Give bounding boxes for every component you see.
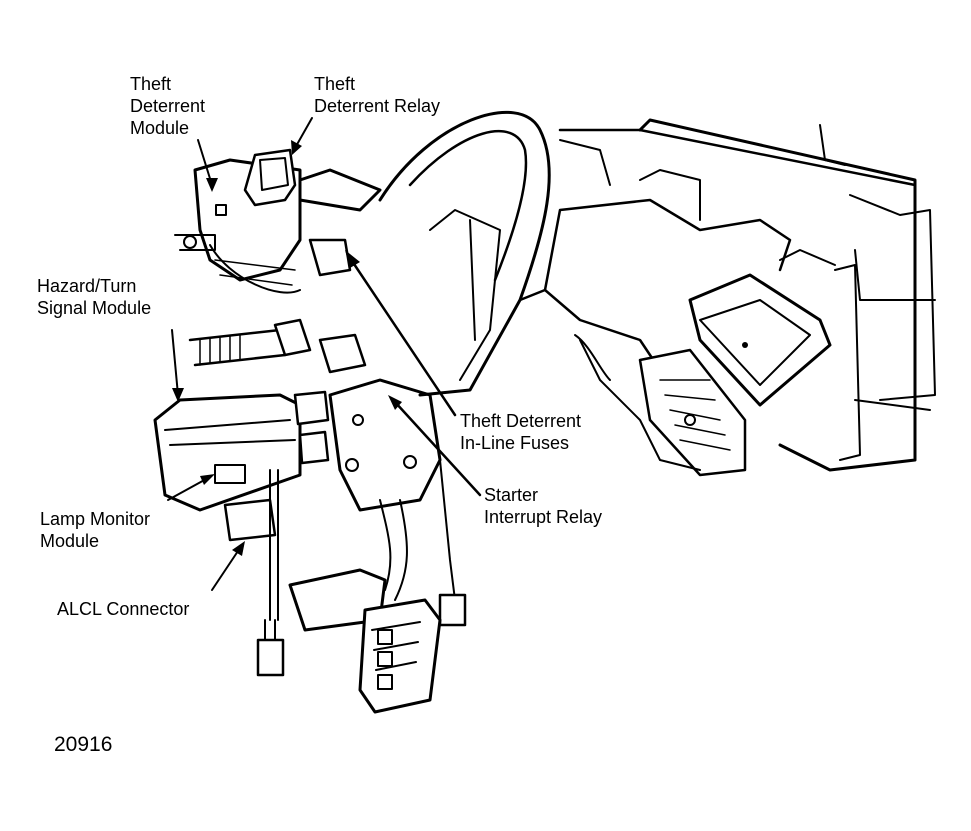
label-alcl-connector: ALCL Connector — [57, 599, 190, 619]
steering-column-assembly — [153, 148, 467, 714]
figure-number: 20916 — [54, 733, 113, 756]
label-theft-deterrent-relay: Theft Deterrent Relay — [314, 74, 441, 116]
label-theft-deterrent-module: Theft Deterrent Module — [130, 74, 206, 138]
label-hazard-turn-signal-module: Hazard/Turn Signal Module — [37, 276, 152, 318]
label-theft-deterrent-inline-fuses: Theft Deterrent In-Line Fuses — [460, 411, 582, 453]
leader-arrows — [167, 117, 482, 591]
dashboard-structure — [298, 110, 936, 477]
label-starter-interrupt-relay: Starter Interrupt Relay — [484, 485, 603, 527]
label-lamp-monitor-module: Lamp Monitor Module — [40, 509, 151, 551]
